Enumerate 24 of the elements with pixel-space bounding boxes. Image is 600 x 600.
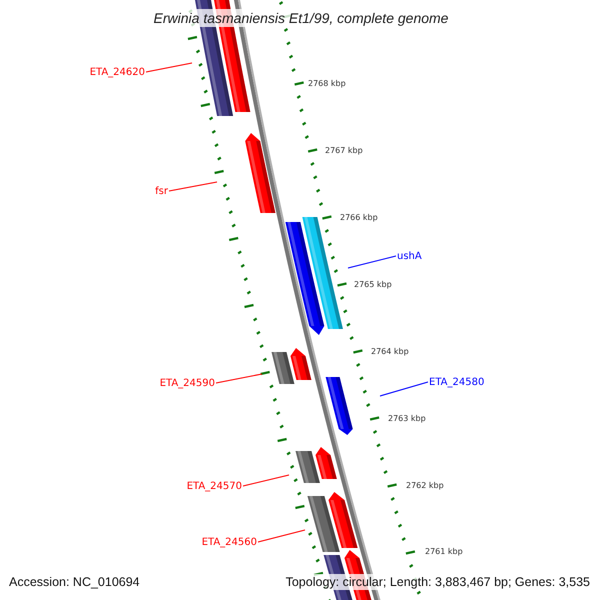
tick-label: 2768 kbp [308,78,346,88]
gene-label: ETA_24570 [186,480,242,492]
gene-label: ETA_24580 [429,376,484,388]
footer-text: Accession: NC_010694 [7,574,142,590]
leader-line [216,374,262,384]
leader-line [258,530,306,542]
gene-label: ETA_24590 [160,378,215,388]
leader-line [348,256,396,268]
gene-label: fsr [155,186,168,196]
gene-label: ETA_24560 [202,536,257,548]
gene-label: ETA_24620 [90,66,145,78]
gene-label: ushA [397,250,422,262]
footer-text: Topology: circular; Length: 3,883,467 bp; Genes: 3,535 [284,574,592,590]
tick-label: 2766 kbp [340,212,378,222]
tick-label: 2767 kbp [325,146,363,154]
leader-line [146,62,192,72]
leader-line [380,382,428,396]
leader-line [242,474,290,486]
tick-label: 2761 kbp [425,546,463,556]
tick-label: 2765 kbp [354,280,392,288]
tick-label: 2764 kbp [371,346,409,356]
tick-label: 2763 kbp [388,414,426,422]
tick-label: 2762 kbp [406,480,444,490]
leader-line [168,182,218,192]
